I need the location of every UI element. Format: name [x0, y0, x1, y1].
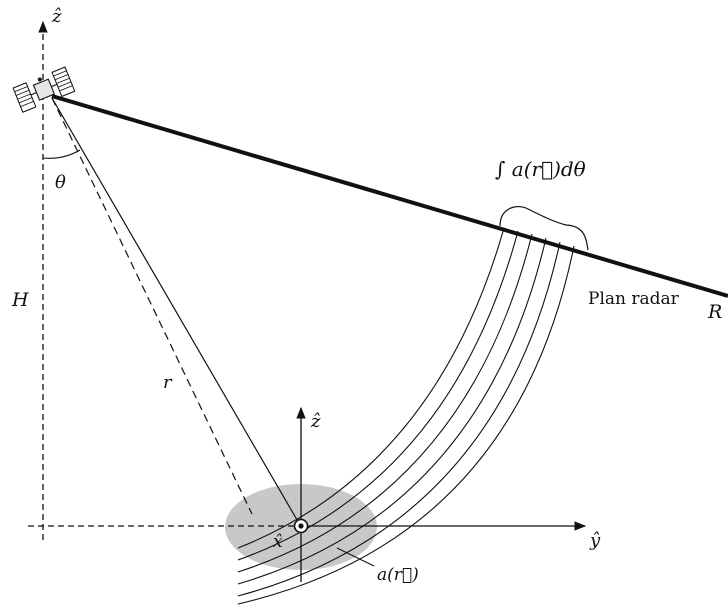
satellite-icon — [12, 66, 76, 113]
theta-arc — [42, 149, 81, 159]
x-hat-label: x̂ — [273, 532, 283, 552]
range-band — [237, 227, 505, 549]
circled-dot-icon — [293, 518, 309, 534]
integral-curve — [499, 205, 589, 251]
a-r-leader-line — [336, 547, 375, 567]
z-hat-top-label: ẑ — [51, 6, 62, 27]
plan-radar-label: Plan radar — [588, 289, 680, 309]
r-label: r — [163, 372, 173, 393]
range-band — [237, 245, 575, 605]
range-band — [237, 233, 533, 573]
H-label: H — [11, 289, 29, 311]
slant-range-line — [51, 97, 301, 526]
range-bands — [237, 227, 575, 605]
z-hat-local-label: ẑ — [310, 411, 321, 432]
integral-label: ∫ a(r⃗)dθ — [495, 157, 586, 181]
R-label: R — [707, 301, 722, 323]
range-band — [237, 237, 547, 585]
radar-plane-line — [51, 94, 728, 298]
range-band — [237, 241, 561, 597]
slant-range-dashed-line — [51, 97, 253, 515]
theta-label: θ — [55, 172, 66, 193]
a-r-label: a(r⃗) — [377, 565, 419, 585]
range-band — [237, 230, 519, 561]
y-hat-label: ŷ — [589, 530, 601, 551]
